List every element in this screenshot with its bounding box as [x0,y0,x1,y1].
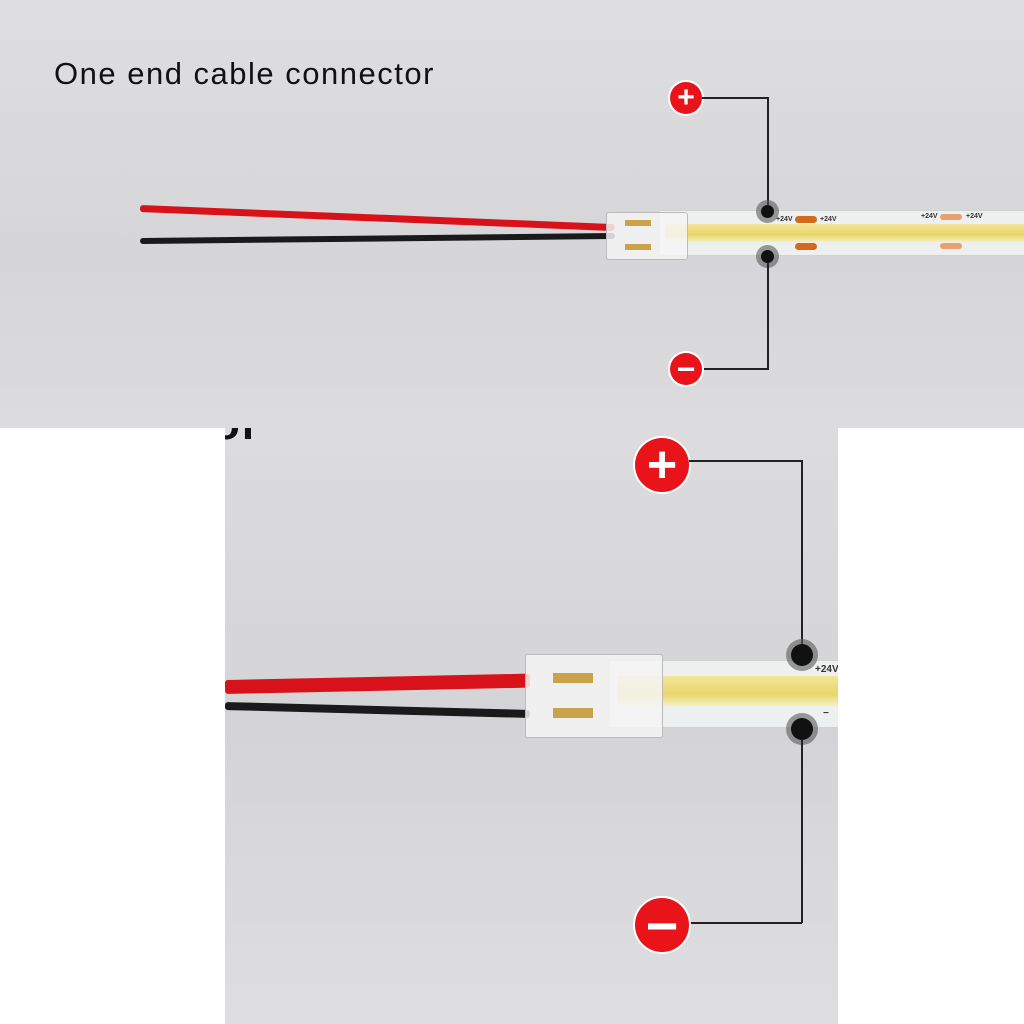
top-photo-panel: One end cable connector +24V +24V +24V +… [0,0,1024,428]
plus-sign-icon: + [635,436,689,494]
solder-pad [795,216,817,223]
connector-contact [553,708,593,718]
connector-contact [553,673,593,683]
callout-line [689,922,802,924]
connector-contact [625,220,651,226]
plus-sign-icon: + [670,81,702,114]
callout-line [801,740,803,923]
negative-contact-marker [791,718,813,740]
minus-sign-icon: − [635,894,689,957]
positive-contact-marker [761,205,774,218]
callout-line [689,460,802,462]
black-wire [139,233,616,244]
cob-led-band [665,224,1024,242]
callout-line [702,97,768,99]
clipped-title-fragment: or [225,428,261,450]
solder-pad [940,214,962,220]
negative-contact-marker [761,250,774,263]
minus-sign-icon: − [670,351,702,387]
cable-connector [525,654,663,738]
strip-label-positive: +24V [921,213,938,220]
callout-line [767,97,769,207]
bottom-zoom-panel: or +24V − + − [225,428,838,1024]
strip-label-negative: − [823,708,829,719]
strip-label-positive: +24V [820,216,837,223]
red-wire [139,205,615,232]
callout-line [767,263,769,370]
red-wire [225,673,531,694]
strip-label-positive: +24V [776,216,793,223]
callout-line [702,368,768,370]
solder-pad [795,243,817,250]
callout-line [801,460,803,645]
strip-label-positive: +24V [815,664,838,675]
positive-contact-marker [791,644,813,666]
image-title: One end cable connector [54,56,435,91]
strip-label-positive: +24V [966,213,983,220]
connector-contact [625,244,651,250]
black-wire [225,702,531,718]
solder-pad [940,243,962,249]
